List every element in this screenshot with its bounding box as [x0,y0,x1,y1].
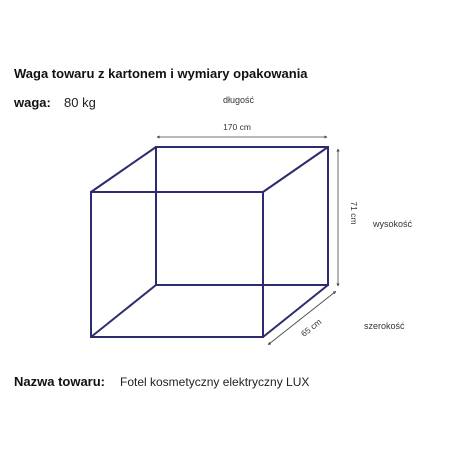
weight-label: waga: [14,95,51,110]
length-caption: długość [223,95,255,105]
box-edge-top-left [90,146,157,193]
box-edge-bottom-right [262,284,329,338]
box-front-face [90,191,264,338]
box-edge-bottom-left [90,284,157,338]
box-edge-top-right [262,146,329,193]
length-value: 170 cm [223,122,251,132]
product-name-label: Nazwa towaru: [14,374,106,389]
height-caption: wysokość [373,219,413,229]
width-dimension-line [267,291,337,345]
page-title: Waga towaru z kartonem i wymiary opakowa… [14,66,308,81]
width-value: 65 cm [299,317,323,339]
height-value: 71 cm [349,201,359,224]
width-caption: szerokość [364,321,405,331]
weight-value: 80 kg [64,95,96,110]
product-name-value: Fotel kosmetyczny elektryczny LUX [120,375,310,389]
box-back-face [155,146,329,286]
